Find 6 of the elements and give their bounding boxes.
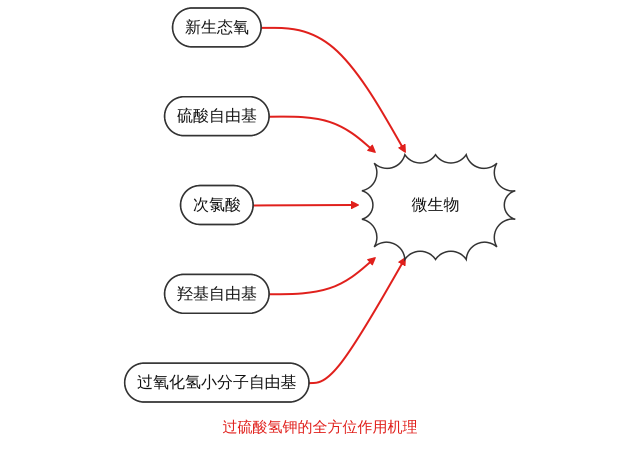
arrow <box>262 26 406 154</box>
arrow <box>270 256 376 296</box>
arrow <box>309 256 406 384</box>
arrow <box>270 116 376 154</box>
arrow <box>254 200 360 210</box>
caption: 过硫酸氢钾的全方位作用机理 <box>222 418 418 437</box>
